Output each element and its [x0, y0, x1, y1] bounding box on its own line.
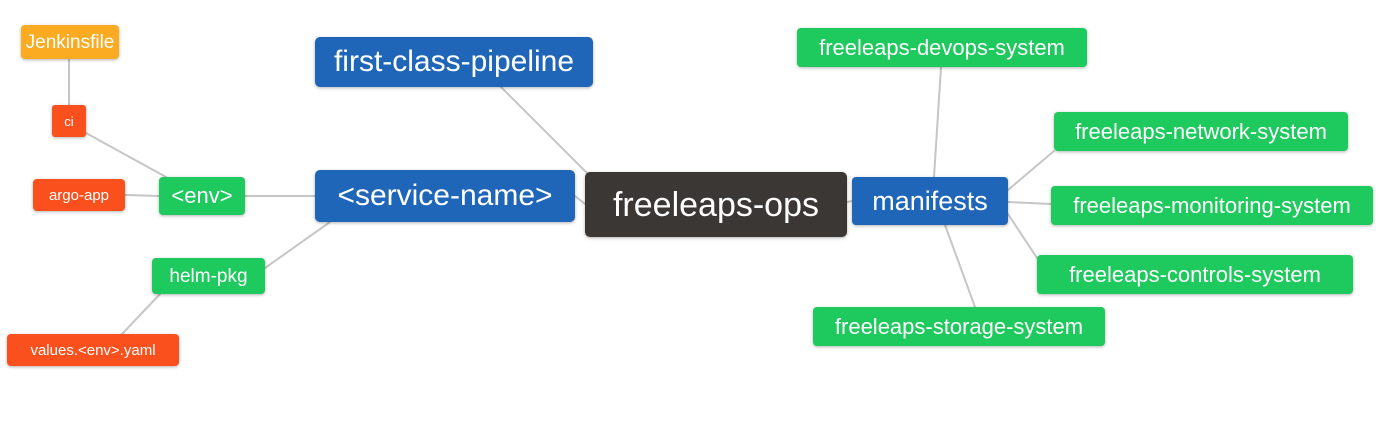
node-monitoring-system[interactable]: freeleaps-monitoring-system [1051, 186, 1373, 225]
edge-env-to-argo-app [124, 194, 160, 197]
node-label: freeleaps-controls-system [1069, 261, 1321, 287]
edge-manifests-to-storage-system [944, 224, 976, 308]
node-storage-system[interactable]: freeleaps-storage-system [813, 307, 1105, 346]
edge-freeleaps-ops-to-service-name [574, 195, 586, 205]
node-manifests[interactable]: manifests [852, 177, 1008, 225]
node-freeleaps-ops[interactable]: freeleaps-ops [585, 172, 847, 237]
node-label: freeleaps-network-system [1075, 118, 1327, 144]
node-values-env-yaml[interactable]: values.<env>.yaml [7, 334, 179, 366]
edge-helm-pkg-to-values-env-yaml [121, 293, 161, 335]
node-helm-pkg[interactable]: helm-pkg [152, 258, 265, 294]
node-label: freeleaps-ops [612, 185, 819, 224]
node-jenkinsfile[interactable]: Jenkinsfile [21, 25, 119, 59]
node-label: helm-pkg [169, 265, 248, 287]
node-label: values.<env>.yaml [30, 341, 156, 359]
node-label: freeleaps-monitoring-system [1073, 192, 1351, 218]
node-label: Jenkinsfile [25, 31, 115, 53]
node-devops-system[interactable]: freeleaps-devops-system [797, 28, 1087, 67]
node-label: manifests [872, 185, 988, 216]
node-label: <service-name> [337, 179, 553, 212]
node-ci[interactable]: ci [52, 105, 86, 137]
edge-service-name-to-helm-pkg [264, 221, 331, 269]
edge-freeleaps-ops-to-first-class-pipeline [500, 86, 593, 179]
node-controls-system[interactable]: freeleaps-controls-system [1037, 255, 1353, 294]
edge-manifests-to-devops-system [933, 66, 942, 178]
node-label: freeleaps-storage-system [834, 313, 1084, 339]
edge-manifests-to-controls-system [1007, 213, 1038, 259]
node-service-name[interactable]: <service-name> [315, 170, 575, 222]
node-label: ci [64, 113, 74, 129]
node-first-class-pipeline[interactable]: first-class-pipeline [315, 37, 593, 87]
node-label: first-class-pipeline [333, 45, 575, 78]
edge-manifests-to-monitoring-system [1007, 201, 1052, 205]
node-argo-app[interactable]: argo-app [33, 179, 125, 211]
node-env[interactable]: <env> [159, 177, 245, 215]
edge-env-to-ci [85, 132, 167, 178]
node-label: freeleaps-devops-system [819, 34, 1065, 60]
edge-manifests-to-network-system [1007, 150, 1055, 191]
node-label: <env> [171, 183, 233, 208]
node-label: argo-app [48, 186, 110, 204]
node-network-system[interactable]: freeleaps-network-system [1054, 112, 1348, 151]
